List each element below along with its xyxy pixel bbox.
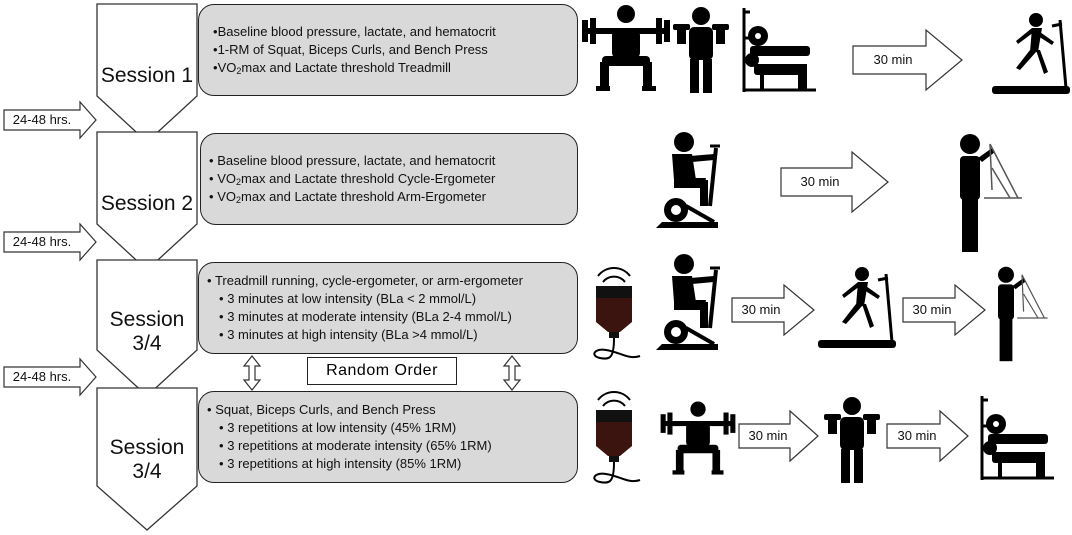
session-3-bullet-3: • 3 minutes at moderate intensity (BLa 2… <box>219 309 512 324</box>
cycle-ergometer-icon-2 <box>654 252 722 352</box>
session-4-bullet-1: • Squat, Biceps Curls, and Bench Press <box>207 402 436 417</box>
lactate-analyzer-icon-2 <box>593 391 641 484</box>
session-4-label-line2: 3/4 <box>132 460 162 483</box>
session-2-bullet-1: • Baseline blood pressure, lactate, and … <box>209 153 496 168</box>
rest-label-1: 30 min <box>873 52 913 67</box>
session-1-bullet-1: •Baseline blood pressure, lactate, and h… <box>213 24 496 39</box>
session-2-bullet-3: • VO2max and Lactate threshold Arm-Ergom… <box>209 189 486 205</box>
session-1-bullet-3: •VO2max and Lactate threshold Treadmill <box>213 60 451 76</box>
session-1-box: •Baseline blood pressure, lactate, and h… <box>198 4 578 96</box>
bench-press-icon-2 <box>980 394 1056 482</box>
session-chevrons <box>96 3 198 531</box>
session-4-box: • Squat, Biceps Curls, and Bench Press •… <box>198 391 578 483</box>
treadmill-icon <box>990 11 1072 96</box>
rest-label-5: 30 min <box>748 428 788 443</box>
session-3-label: Session 3/4 <box>97 308 197 356</box>
session-3-bullet-2: • 3 minutes at low intensity (BLa < 2 mm… <box>219 291 477 306</box>
session-4-bullet-4: • 3 repetitions at high intensity (85% 1… <box>219 456 462 471</box>
session-4-bullet-2: • 3 repetitions at low intensity (45% 1R… <box>219 420 457 435</box>
session-3-label-line1: Session <box>109 308 185 331</box>
session-3-box: • Treadmill running, cycle-ergometer, or… <box>198 262 578 354</box>
bench-press-icon <box>742 6 818 94</box>
gap-label-2: 24-48 hrs. <box>12 234 72 249</box>
session-4-label-line1: Session <box>109 436 185 459</box>
session-1-label: Session 1 <box>100 64 194 87</box>
random-order-double-arrows <box>242 355 522 391</box>
session-3-label-line2: 3/4 <box>132 332 162 355</box>
squat-icon-2 <box>660 401 736 475</box>
biceps-curl-icon <box>673 7 729 93</box>
squat-icon <box>582 5 670 91</box>
session-4-bullet-3: • 3 repetitions at moderate intensity (6… <box>219 438 492 453</box>
rest-label-2: 30 min <box>800 174 840 189</box>
rest-label-4: 30 min <box>912 302 952 317</box>
session-3-bullet-4: • 3 minutes at high intensity (BLa >4 mm… <box>219 327 478 342</box>
rest-arrows <box>731 28 986 463</box>
gap-label-3: 24-48 hrs. <box>12 369 72 384</box>
session-2-box: • Baseline blood pressure, lactate, and … <box>200 133 578 225</box>
session-2-label: Session 2 <box>100 192 194 215</box>
session-4-label: Session 3/4 <box>97 436 197 484</box>
cycle-ergometer-icon <box>654 130 722 230</box>
arm-ergometer-icon <box>959 133 1023 253</box>
arm-ergometer-icon-2 <box>997 266 1049 362</box>
gap-label-1: 24-48 hrs. <box>12 112 72 127</box>
session-2-bullet-2: • VO2max and Lactate threshold Cycle-Erg… <box>209 171 496 187</box>
lactate-analyzer-icon <box>593 267 641 360</box>
treadmill-icon-2 <box>816 265 898 350</box>
rest-label-3: 30 min <box>741 302 781 317</box>
session-3-bullet-1: • Treadmill running, cycle-ergometer, or… <box>207 273 523 288</box>
rest-label-6: 30 min <box>897 428 937 443</box>
gap-arrows <box>3 100 97 397</box>
biceps-curl-icon-2 <box>824 397 880 483</box>
session-1-bullet-2: •1-RM of Squat, Biceps Curls, and Bench … <box>213 42 488 57</box>
exercise-icons <box>582 5 1072 484</box>
random-order-label: Random Order <box>307 357 457 385</box>
